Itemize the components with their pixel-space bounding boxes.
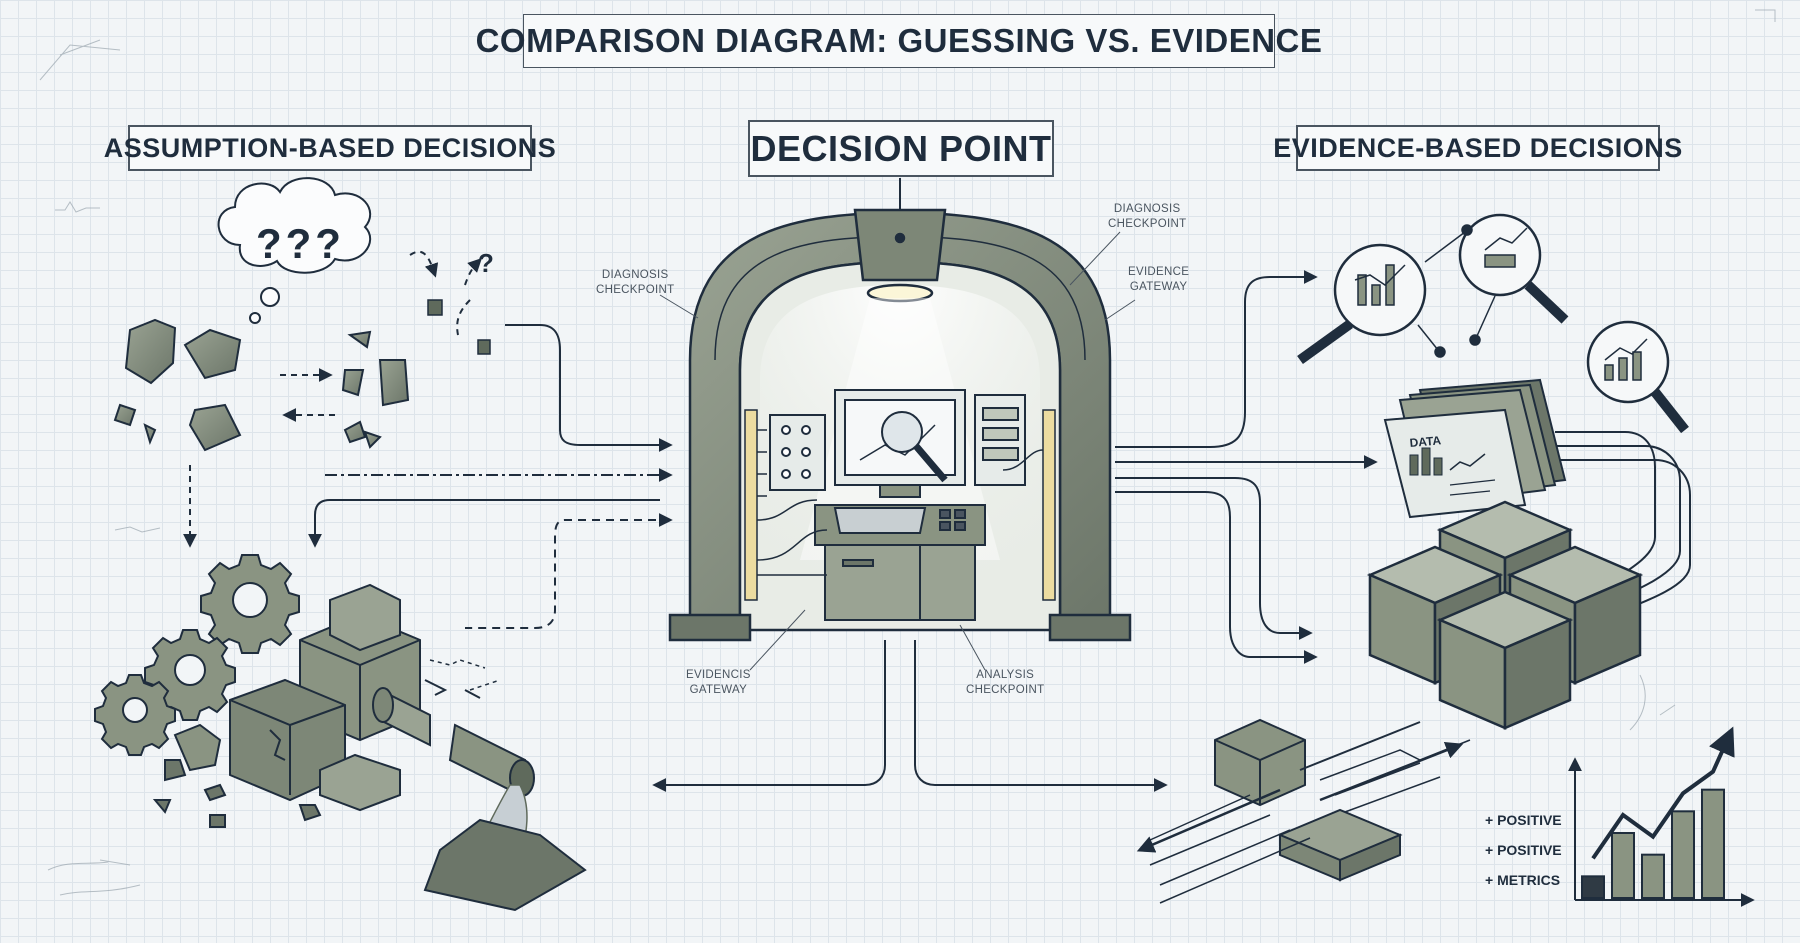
folder-label: DATA [1409,433,1442,450]
magnifier-links [1417,224,1496,358]
annotation-leaders [659,231,1136,671]
pathway-blocks [1136,718,1471,904]
left-connector-arrows [308,324,673,629]
page-title: COMPARISON DIAGRAM: GUESSING VS. EVIDENC… [476,14,1322,68]
metrics-bar-chart [1568,726,1755,907]
evidence-cubes [1366,500,1644,730]
data-folders [1383,378,1567,519]
chart-bar-5 [1701,788,1725,900]
broken-pipe [372,679,587,912]
center-panel-title: DECISION POINT [748,120,1054,177]
gear-icons [94,554,300,756]
broken-fragments [113,318,410,452]
control-terminal [769,389,1026,621]
trend-arrow [1591,726,1735,860]
center-output-arrows [652,640,1168,792]
crack-lines [429,659,501,691]
dashed-arrows-doubt [183,250,482,548]
magnifier-icons [1297,213,1689,434]
chart-bar-3 [1641,853,1665,900]
chart-bar-2 [1611,832,1635,899]
question-mark-small: ? [478,248,494,278]
terminal-cables [756,429,1044,576]
chart-bar-1 [1581,875,1605,899]
thought-cloud [217,177,372,324]
left-panel-title: ASSUMPTION-BASED DECISIONS [104,125,556,171]
sketch-scribbles [39,9,1776,896]
small-figures [427,299,491,355]
legend-item-positive-2: + POSITIVE [1485,842,1562,858]
legend-item-metrics: + METRICS [1485,872,1561,888]
legend-item-positive-1: + POSITIVE [1485,812,1562,828]
chart-bar-4 [1671,810,1695,899]
right-panel-title: EVIDENCE-BASED DECISIONS [1273,125,1682,171]
question-marks: ??? [256,220,345,267]
broken-blocks [152,583,421,828]
